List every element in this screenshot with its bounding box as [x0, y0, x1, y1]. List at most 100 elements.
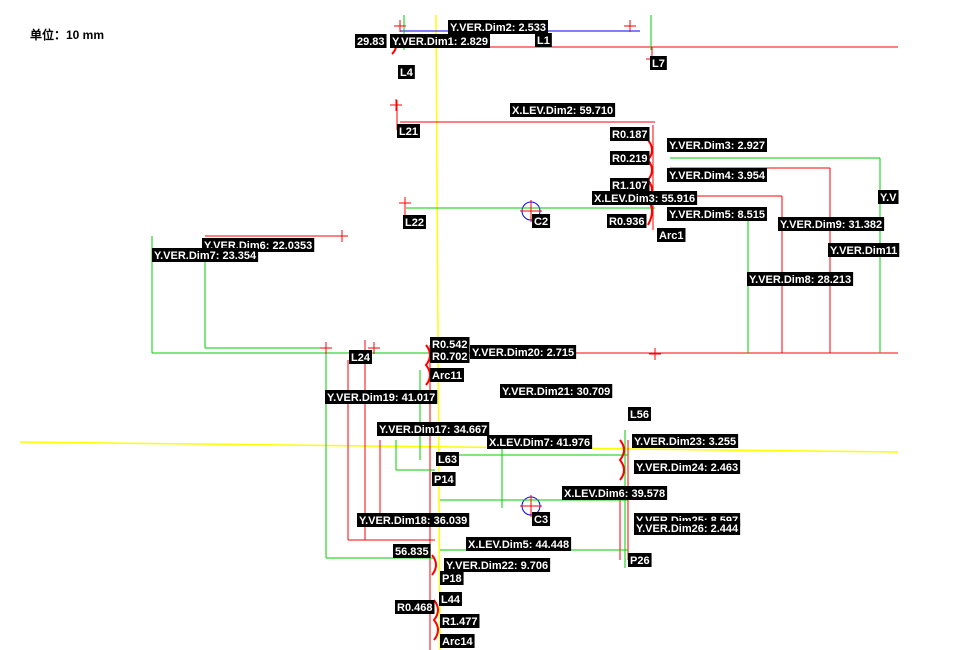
- dimension-label: P26: [628, 553, 652, 567]
- label-background: [432, 472, 456, 486]
- label-background: [500, 384, 613, 398]
- label-background: [325, 390, 438, 404]
- label-background: [430, 368, 464, 382]
- label-text: Y.VER.Dim26: 2.444: [636, 523, 739, 535]
- dimension-label: R1.107: [610, 178, 650, 192]
- label-background: [632, 434, 739, 448]
- dimension-label: X.LEV.Dim3: 55.916: [592, 191, 698, 205]
- label-text: Y.V: [880, 192, 897, 204]
- centerlines: [19, 14, 899, 650]
- label-background: [349, 350, 372, 364]
- label-text: C2: [534, 216, 548, 228]
- label-text: L7: [652, 58, 665, 70]
- dimension-label: L7: [650, 56, 667, 70]
- label-text: Y.VER.Dim11: [830, 245, 897, 257]
- label-text: Y.VER.Dim1: 2.829: [392, 36, 488, 48]
- dimension-label: Y.VER.Dim18: 36.039: [357, 513, 470, 527]
- dimension-label: X.LEV.Dim6: 39.578: [562, 486, 668, 500]
- label-background: [393, 544, 431, 558]
- label-text: Y.VER.Dim5: 8.515: [669, 209, 765, 221]
- label-text: Y.VER.Dim2: 2.533: [450, 22, 546, 34]
- label-text: R0.468: [397, 602, 432, 614]
- label-text: Y.VER.Dim3: 2.927: [669, 140, 765, 152]
- dimension-label: Arc14: [440, 634, 475, 648]
- label-background: [607, 214, 647, 228]
- label-text: L44: [441, 594, 461, 606]
- dimension-label: L24: [349, 350, 372, 364]
- label-background: [440, 614, 480, 628]
- dimension-label: P14: [432, 472, 456, 486]
- label-background: [436, 452, 459, 466]
- label-text: X.LEV.Dim3: 55.916: [594, 193, 695, 205]
- label-text: Y.VER.Dim8: 28.213: [749, 274, 851, 286]
- label-text: C3: [534, 514, 548, 526]
- label-text: Arc11: [432, 370, 462, 382]
- label-background: [403, 215, 426, 229]
- dimension-label: R0.702: [430, 349, 470, 363]
- label-text: P14: [434, 474, 454, 486]
- dimension-label: Y.V: [878, 190, 899, 204]
- label-background: [152, 248, 259, 262]
- label-background: [430, 349, 470, 363]
- dimension-label: C2: [532, 214, 551, 228]
- label-background: [667, 138, 767, 152]
- label-background: [610, 151, 650, 165]
- label-text: Arc1: [659, 230, 683, 242]
- dimension-label: P18: [440, 571, 464, 585]
- label-background: [747, 272, 854, 286]
- label-background: [667, 207, 767, 221]
- label-text: R0.702: [432, 351, 467, 363]
- label-text: Y.VER.Dim19: 41.017: [327, 392, 435, 404]
- label-text: Y.VER.Dim4: 3.954: [669, 170, 766, 182]
- dimension-label: 29.83: [355, 34, 387, 48]
- label-background: [628, 407, 651, 421]
- label-background: [562, 486, 668, 500]
- dimension-label: L1: [535, 33, 552, 47]
- vertical-centerline: [435, 14, 441, 650]
- horizontal-centerline: [19, 441, 899, 453]
- dimension-label: Arc11: [430, 368, 464, 382]
- label-text: Y.VER.Dim17: 34.667: [379, 424, 487, 436]
- dimension-label: R0.219: [610, 151, 650, 165]
- label-background: [439, 592, 462, 606]
- label-text: R0.542: [432, 339, 467, 351]
- green-lines: [151, 15, 881, 568]
- label-background: [377, 422, 490, 436]
- label-background: [628, 553, 652, 567]
- dimension-label: R0.936: [607, 214, 647, 228]
- dimension-label: 56.835: [393, 544, 431, 558]
- label-background: [634, 460, 741, 474]
- label-background: [657, 228, 686, 242]
- label-background: [535, 33, 552, 47]
- label-text: Y.VER.Dim20: 2.715: [472, 347, 574, 359]
- label-text: Y.VER.Dim22: 9.706: [446, 560, 548, 572]
- dimension-label: Y.VER.Dim9: 31.382: [778, 217, 885, 231]
- dimension-label: Y.VER.Dim5: 8.515: [667, 207, 767, 221]
- dimension-label: X.LEV.Dim5: 44.448: [466, 537, 572, 551]
- label-background: [395, 600, 435, 614]
- label-background: [440, 571, 464, 585]
- label-background: [650, 56, 667, 70]
- dimension-label: Y.VER.Dim3: 2.927: [667, 138, 767, 152]
- label-background: [444, 558, 551, 572]
- label-background: [532, 214, 551, 228]
- dimension-label: R1.477: [440, 614, 480, 628]
- label-background: [390, 34, 490, 48]
- dimension-label: L44: [439, 592, 462, 606]
- label-text: 56.835: [395, 546, 429, 558]
- dimension-label: C3: [532, 512, 551, 526]
- label-text: X.LEV.Dim6: 39.578: [564, 488, 665, 500]
- dimension-label: L63: [436, 452, 459, 466]
- label-text: P18: [442, 573, 462, 585]
- label-text: R0.936: [609, 216, 644, 228]
- label-text: X.LEV.Dim2: 59.710: [512, 105, 613, 117]
- label-background: [592, 191, 698, 205]
- dimension-label: Y.VER.Dim26: 2.444: [634, 521, 741, 535]
- dimension-label: L56: [628, 407, 651, 421]
- label-text: L24: [351, 352, 371, 364]
- dimension-label: Y.VER.Dim22: 9.706: [444, 558, 551, 572]
- label-background: [357, 513, 470, 527]
- label-background: [355, 34, 387, 48]
